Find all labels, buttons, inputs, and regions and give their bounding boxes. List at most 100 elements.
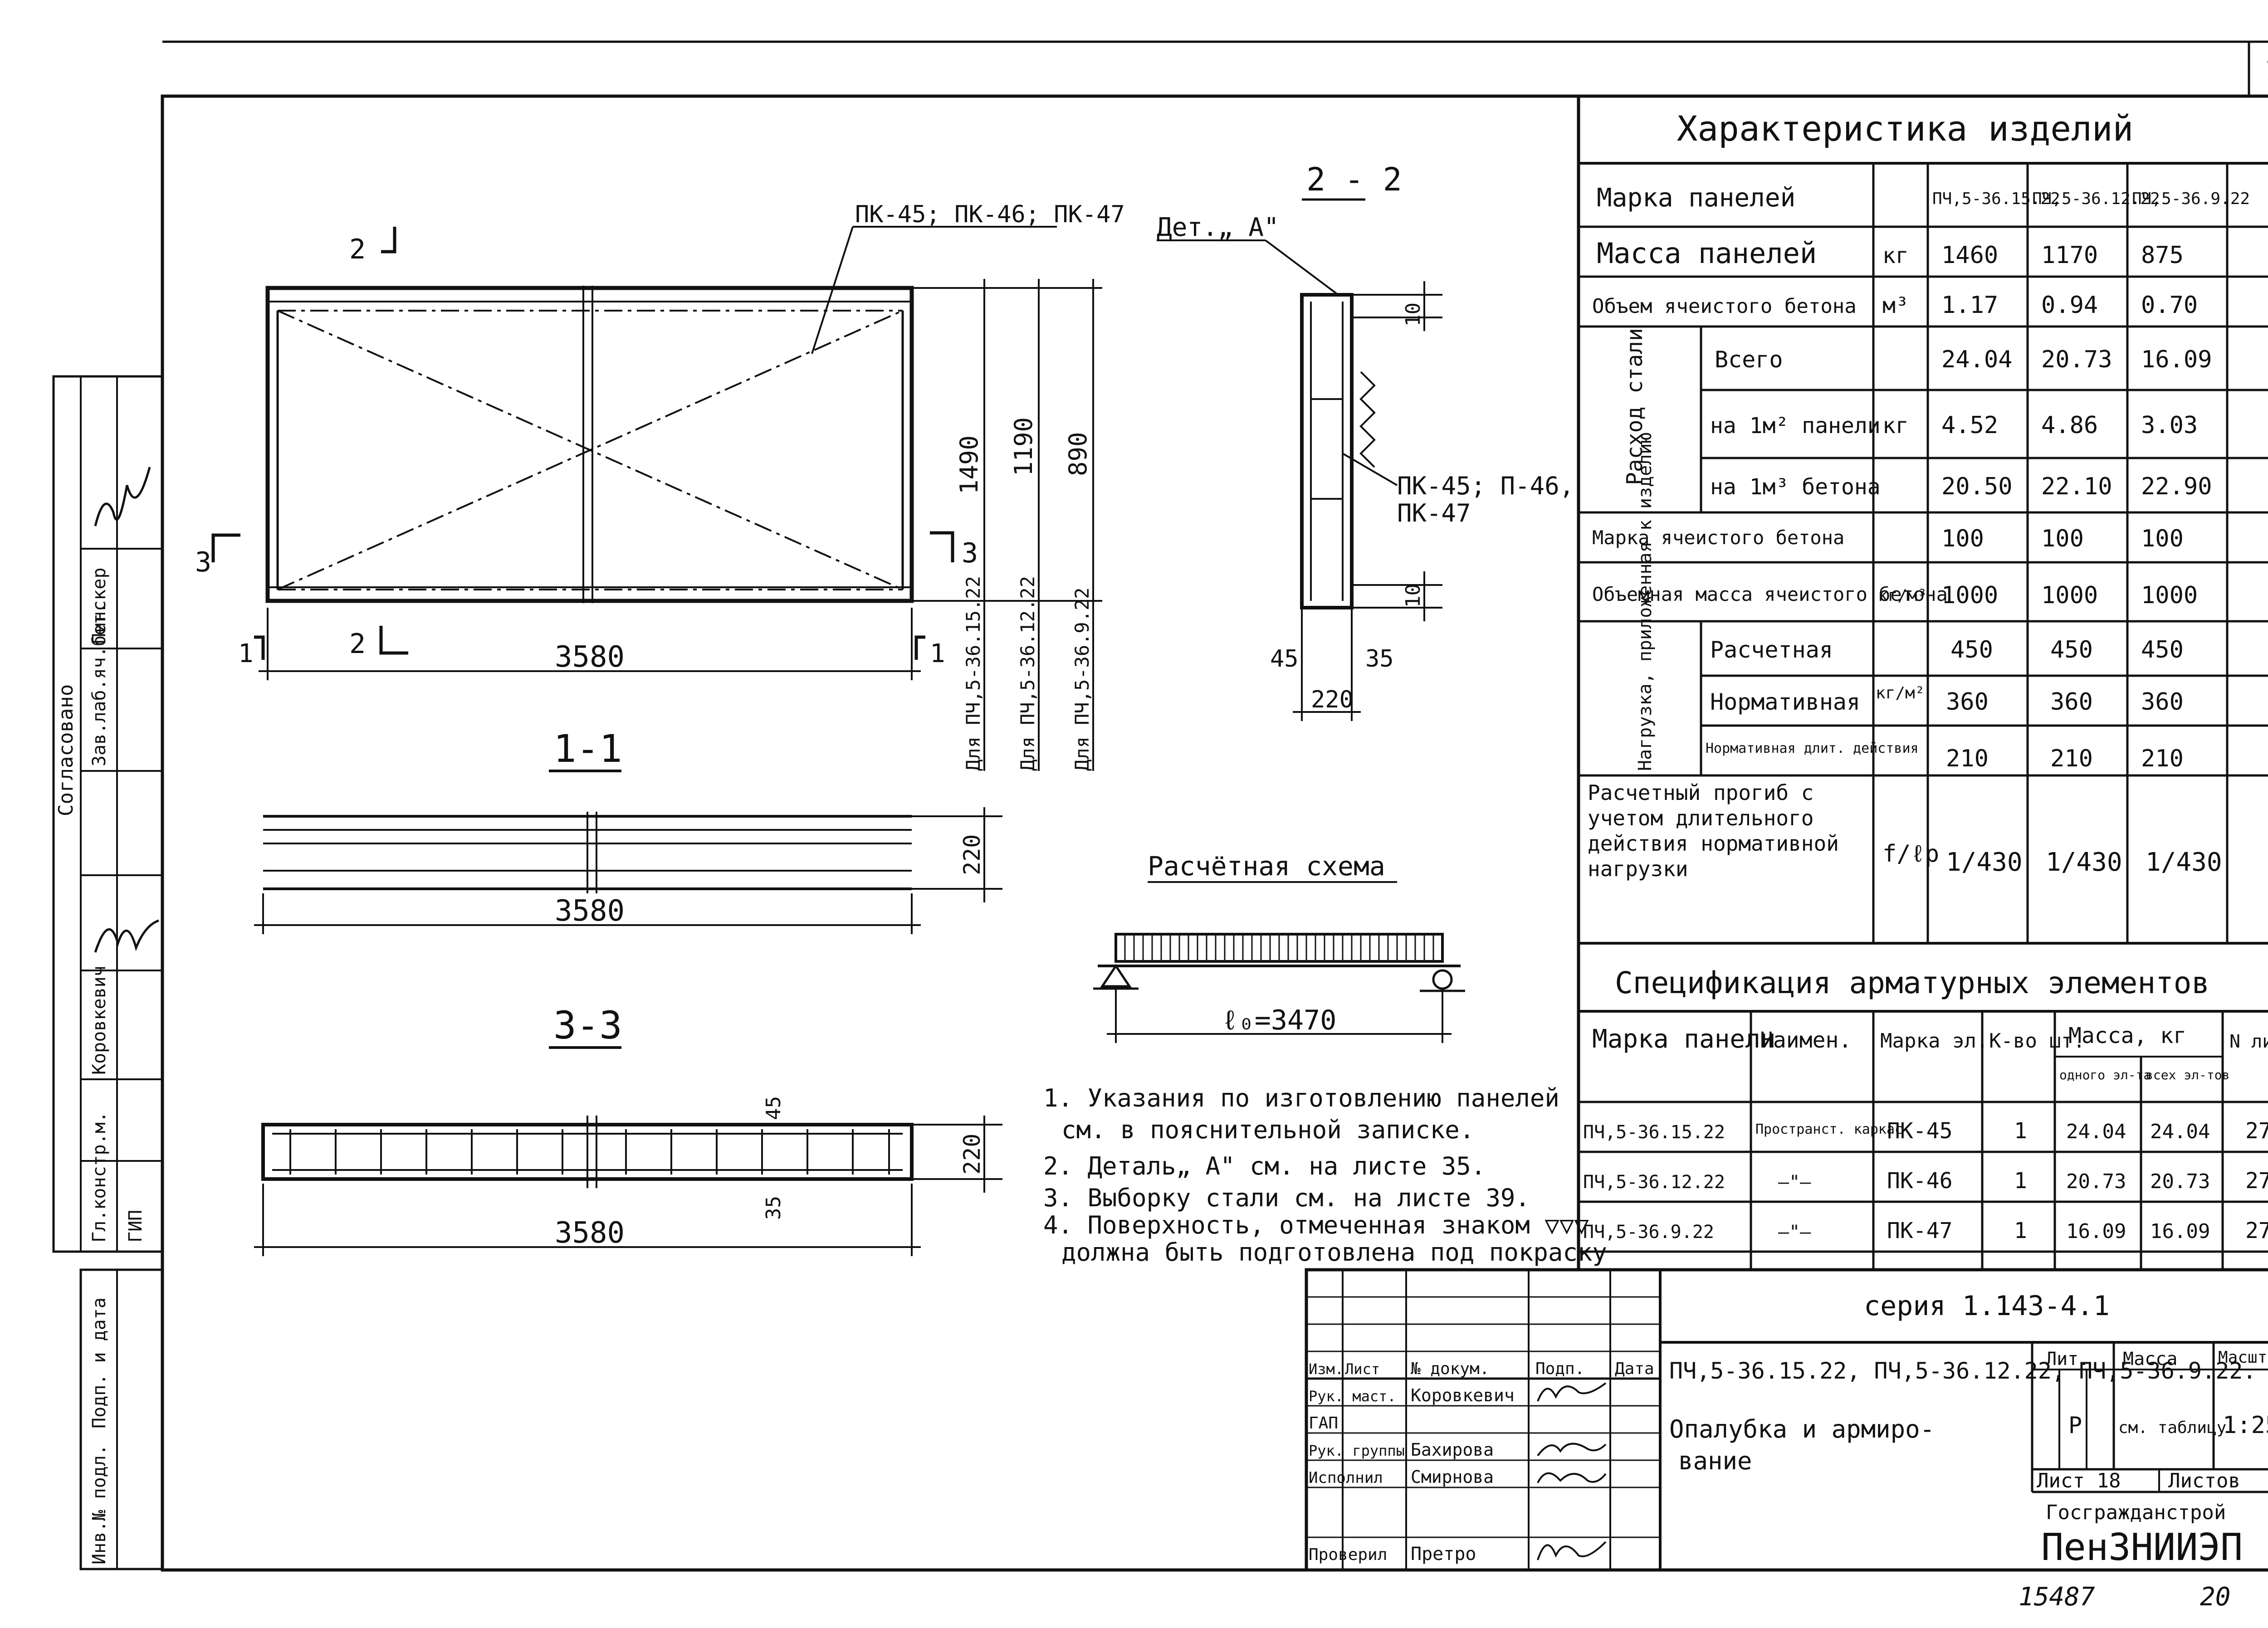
section-3-3-title: 3-3: [553, 1003, 622, 1048]
char-row8-v2: 360: [2141, 688, 2184, 716]
dim-220-33: 220: [959, 1134, 985, 1175]
char-row3-label: на 1м² панели: [1710, 413, 1881, 439]
note-line-5: 4. Поверхность, отмеченная знаком ▽▽▽: [1043, 1211, 1589, 1239]
spec-head-6: N листа: [2229, 1031, 2268, 1052]
dim-1190: 1190: [1009, 417, 1038, 476]
tb-role-5: Проверил: [1309, 1545, 1387, 1564]
spec-r0-c5: 24.04: [2150, 1120, 2210, 1143]
section-3-3-rungs: [289, 1129, 890, 1175]
note-line-4: 3. Выборку стали см. на листе 39.: [1043, 1184, 1530, 1212]
char-row9-v1: 210: [2050, 745, 2093, 772]
char-row2-v0: 24.04: [1941, 346, 2013, 373]
spec-head-1: Наимен.: [1760, 1028, 1852, 1053]
char-row6-unit: кг/м³: [1878, 586, 1927, 605]
spec-r0-c3: 1: [2014, 1118, 2027, 1144]
char-row10-unit: f/ℓp: [1882, 840, 1939, 868]
char-row6-v2: 1000: [2141, 582, 2198, 609]
char-load-group: Нагрузка, приложенная к изделию: [1635, 432, 1656, 771]
tb-mass: Масса: [2123, 1349, 2177, 1370]
char-steel-group: Расход стали: [1622, 328, 1647, 485]
spec-r1-c5: 20.73: [2150, 1170, 2210, 1193]
tb-col-izm: Изм.: [1309, 1360, 1344, 1378]
dim-35-33: 35: [762, 1196, 785, 1220]
spec-head-4: одного эл-та: [2059, 1067, 2151, 1082]
tb-person-3: Смирнова: [1411, 1467, 1494, 1487]
bottom-page: 20: [2200, 1582, 2230, 1612]
calc-span: ℓ₀=3470: [1222, 1004, 1337, 1036]
char-row0-unit: кг: [1882, 243, 1909, 268]
spec-head-2: Марка эл.: [1880, 1029, 1988, 1053]
dim-35: 35: [1365, 645, 1394, 673]
tb-col-list: Лист: [1345, 1360, 1380, 1378]
spec-r1-c0: ПЧ,5-36.12.22: [1583, 1172, 1725, 1193]
char-row1-v0: 1.17: [1941, 292, 1998, 319]
spec-r2-c0: ПЧ,5-36.9.22: [1583, 1222, 1714, 1243]
char-row4-v0: 20.50: [1941, 473, 2013, 500]
dim-10-top: 10: [1402, 302, 1425, 327]
spec-r0-c6: 27: [2245, 1118, 2268, 1144]
characteristics-title: Характеристика изделий: [1677, 108, 2134, 149]
characteristics-table: Характеристика изделий Марка панелей ПЧ,…: [1577, 96, 2268, 1270]
section-mark-3-right: 3: [962, 537, 978, 569]
spec-r1-c6: 27: [2245, 1168, 2268, 1194]
char-row8-v0: 360: [1946, 688, 1989, 716]
char-row5-v2: 100: [2141, 525, 2184, 552]
char-row7-v0: 450: [1950, 636, 1993, 663]
note-line-1: 1. Указания по изготовлению панелей: [1043, 1084, 1559, 1112]
char-row9-v0: 210: [1946, 745, 1989, 772]
spec-r2-c5: 16.09: [2150, 1220, 2210, 1243]
section-mark-2-bottom: 2: [349, 628, 366, 660]
stamp-inv: Инв.№ подл.: [89, 1444, 110, 1565]
tb-signatures: [1537, 1382, 1607, 1560]
char-row0-v0: 1460: [1941, 242, 1998, 269]
char-row10-label: Расчетный прогиб с учетом длительного де…: [1588, 780, 1839, 881]
tb-sheets: Листов: [2168, 1469, 2240, 1492]
tb-lit: Лит.: [2046, 1349, 2089, 1370]
dim-45: 45: [1270, 645, 1299, 673]
note-line-3: 2. Деталь„ А" см. на листе 35.: [1043, 1152, 1486, 1180]
tb-col-date: Дата: [1615, 1360, 1654, 1378]
section-mark-1-left: 1: [238, 639, 254, 668]
tb-org2: ПенЗНИИЭП: [2041, 1526, 2243, 1569]
char-head-3: ПЧ,5-36.9.22: [2132, 190, 2250, 208]
char-row10-v1: 1/430: [2046, 848, 2122, 877]
detail-a-label: Дет.„ А": [1157, 213, 1279, 242]
stamp-sign: Подп. и дата: [89, 1297, 110, 1428]
spec-r2-c1: —"—: [1778, 1222, 1811, 1243]
char-head-2: ПЧ,5-36.12.22: [2032, 190, 2160, 208]
tb-col-doc: № докум.: [1410, 1360, 1489, 1378]
char-row3-v0: 4.52: [1941, 412, 1998, 439]
char-row9-label: Нормативная длит. действия: [1706, 741, 1919, 756]
char-row6-v1: 1000: [2041, 582, 2098, 609]
tb-product: ПЧ,5-36.15.22, ПЧ,5-36.12.22, ПЧ,5-36.9.…: [1669, 1358, 2256, 1384]
section-3-3: 3-3 220 45 35 3580: [254, 1003, 1002, 1256]
spec-r2-c2: ПК-47: [1887, 1218, 1953, 1243]
surface-marks: [1359, 371, 1376, 468]
tb-stage: Р: [2068, 1412, 2082, 1438]
spec-head-0: Марка панели: [1592, 1024, 1776, 1054]
char-row4-label: на 1м³ бетона: [1710, 474, 1881, 500]
section-reinf-label-2: ПК-47: [1397, 499, 1471, 527]
char-head-1: ПЧ,5-36.15.22: [1932, 190, 2060, 208]
plan-label: ПК-45; ПК-46; ПК-47: [855, 201, 1125, 228]
stamp-row-1: Зав.лаб.яч.бет.: [89, 603, 110, 766]
char-row10-v2: 1/430: [2146, 848, 2222, 877]
tb-person-2: Бахирова: [1411, 1440, 1494, 1460]
char-row1-unit: м³: [1882, 293, 1909, 318]
section-1-1: 1-1 220 3580: [254, 726, 1002, 934]
dim-3580-11: 3580: [555, 894, 625, 928]
spec-r0-c2: ПК-45: [1887, 1118, 1953, 1144]
char-row3-unit: кг: [1882, 413, 1909, 439]
spec-r0-c1: Пространст. каркас: [1755, 1121, 1903, 1137]
sheet-number: 19: [2264, 54, 2268, 88]
char-row6-v0: 1000: [1941, 582, 1998, 609]
tb-org1: Госгражданстрой: [2046, 1501, 2226, 1524]
dim-10-bottom: 10: [1402, 584, 1425, 608]
calc-scheme: Расчётная схема ℓ₀=3470: [1093, 851, 1465, 1043]
spec-r1-c3: 1: [2014, 1168, 2027, 1194]
spec-r2-c6: 27: [2245, 1218, 2268, 1243]
char-row0-label: Масса панелей: [1597, 237, 1817, 270]
char-row2-v1: 20.73: [2041, 346, 2112, 373]
section-reinf-label-1: ПК-45; П-46,: [1397, 472, 1574, 500]
